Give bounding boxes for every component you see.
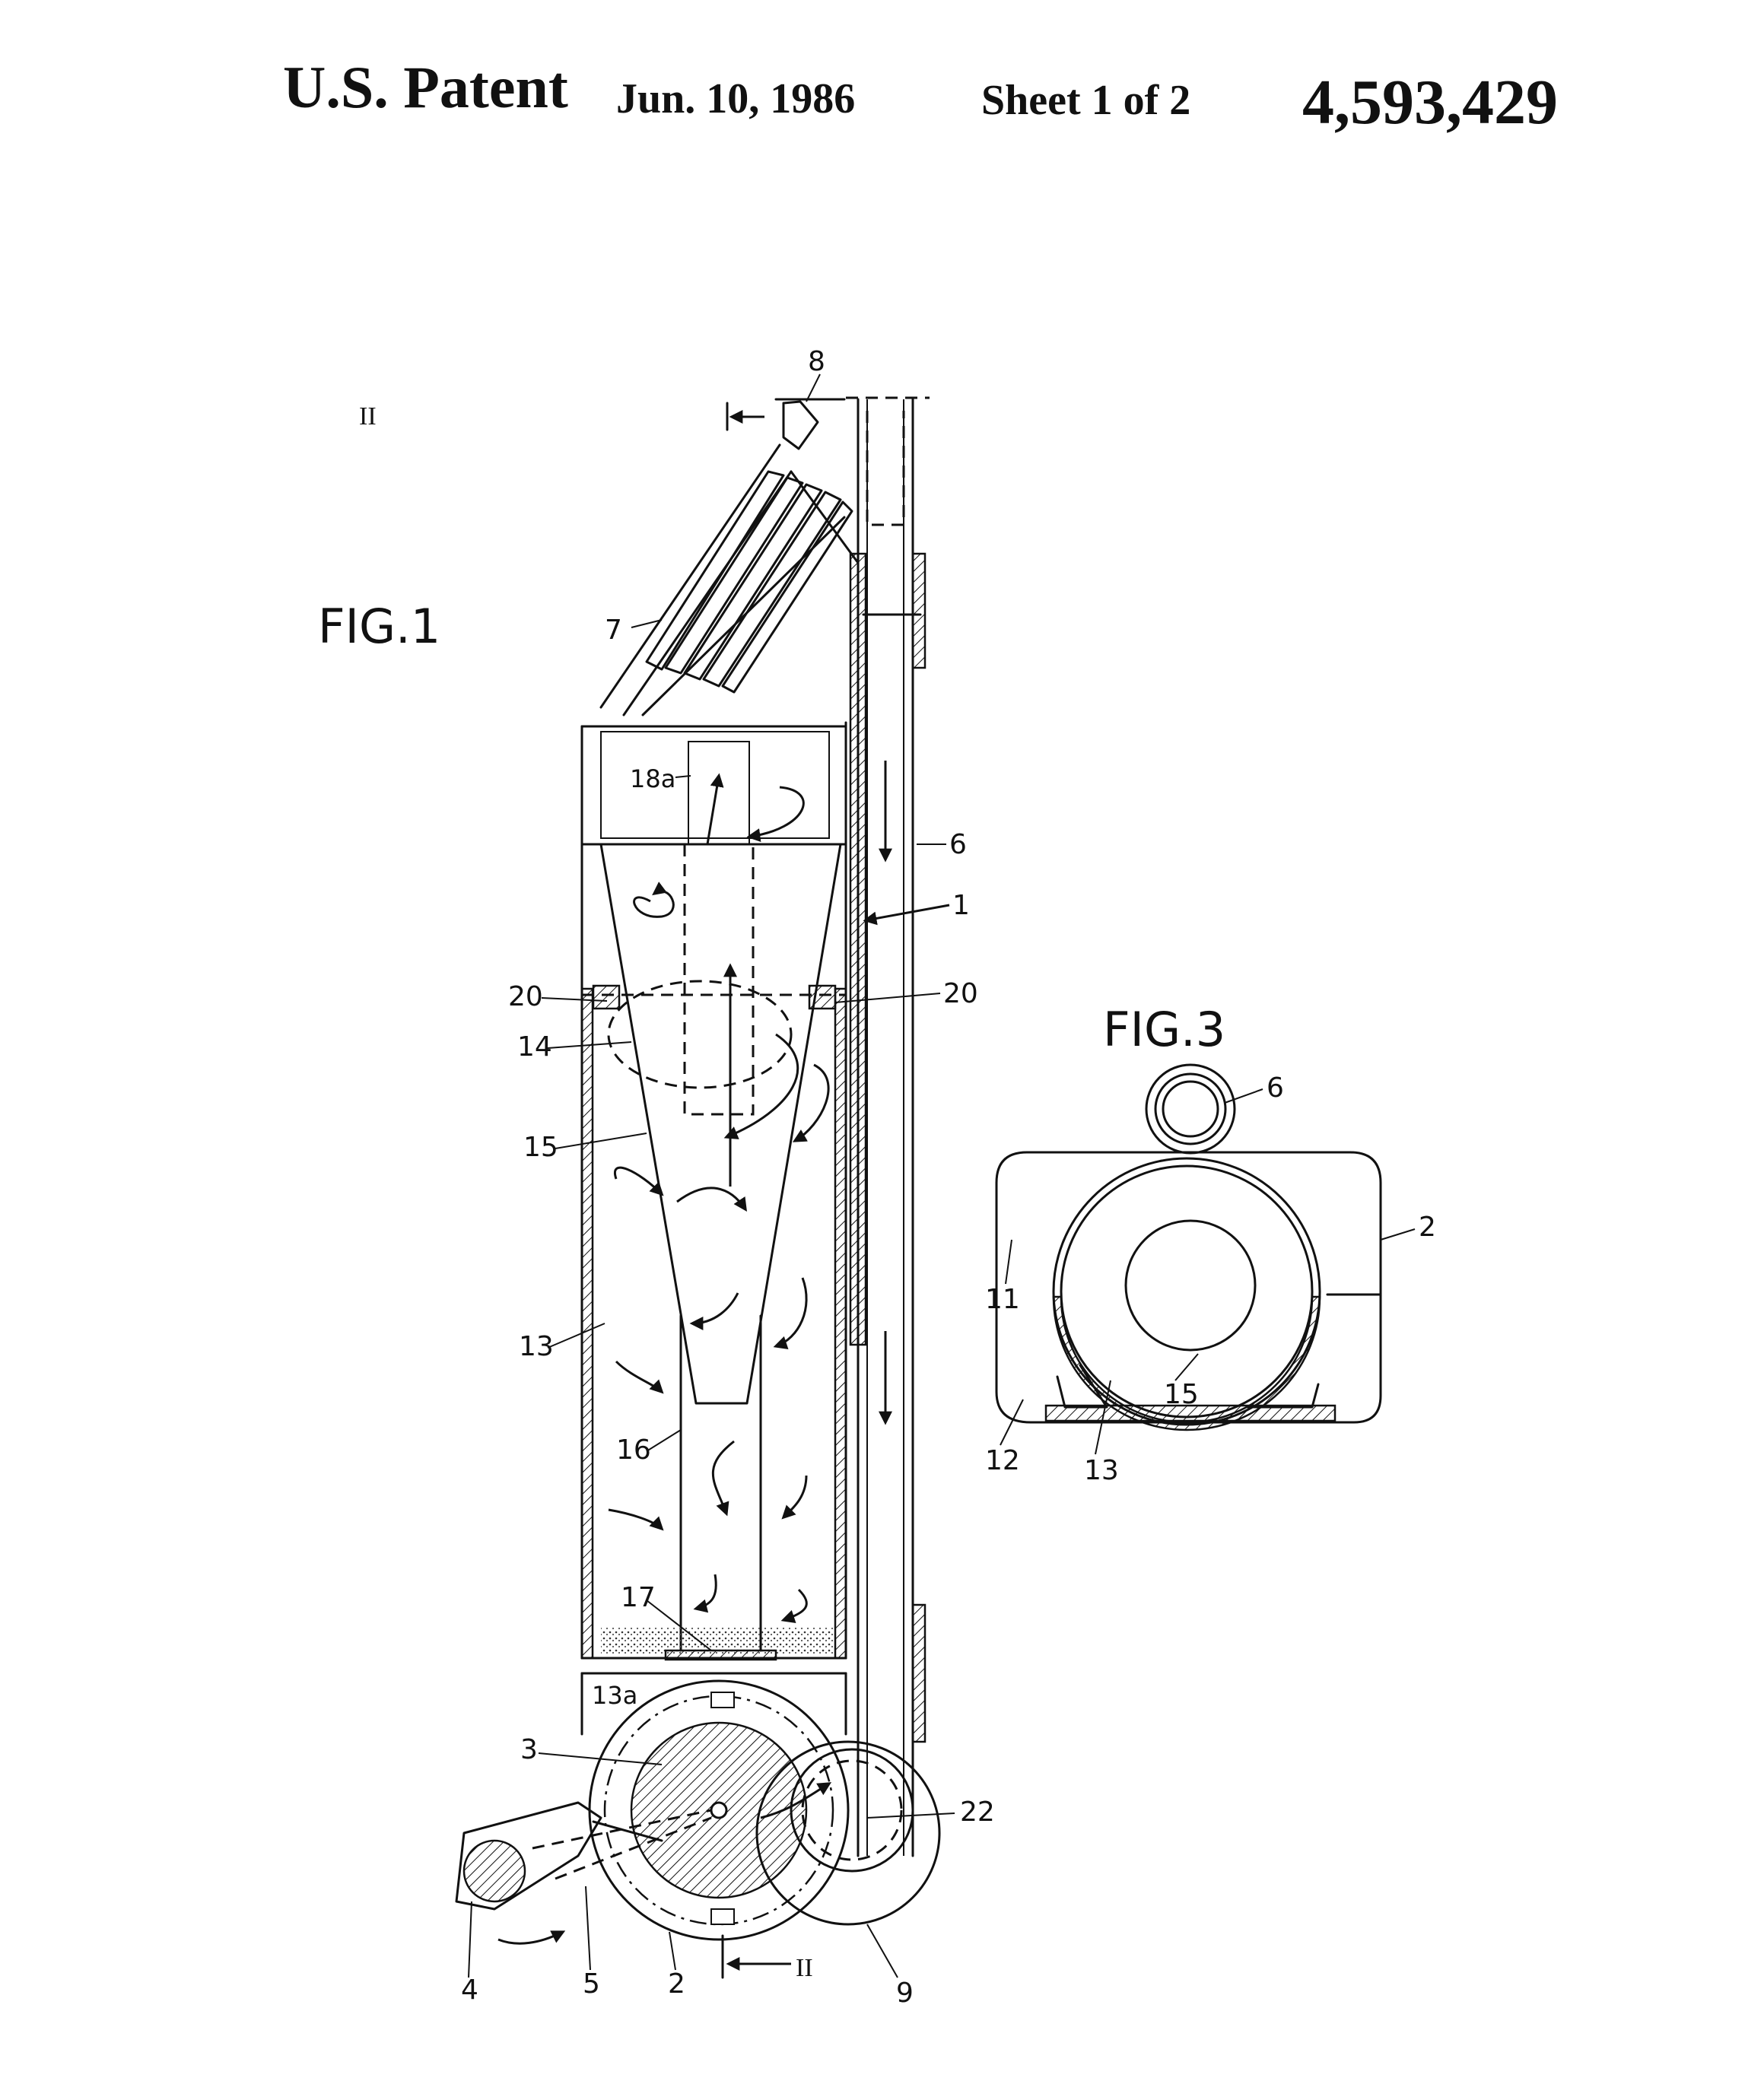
section-marker-bottom: II — [796, 1954, 813, 1982]
ref-13: 13 — [519, 1331, 554, 1362]
ref-20-left: 20 — [508, 981, 543, 1012]
fig-3-pipe-6 — [1145, 1063, 1236, 1155]
fig3-ref-13: 13 — [1084, 1455, 1119, 1486]
fig3-ref-15: 15 — [1164, 1379, 1199, 1410]
ref-14: 14 — [517, 1031, 552, 1063]
fan-unit-3 — [588, 1679, 941, 1941]
fig-1-leaders — [468, 373, 955, 1978]
ref-9: 9 — [896, 1978, 914, 2009]
fig-3: FIG.3 6 2 11 15 12 13 — [985, 1002, 1436, 1486]
fig3-ref-2: 2 — [1419, 1212, 1436, 1243]
patent-number: 4,593,429 — [1302, 67, 1558, 138]
airflow-arrows — [608, 773, 830, 1623]
handle-top: II — [359, 398, 860, 716]
nozzle-4 — [455, 1801, 791, 1979]
ref-22: 22 — [960, 1797, 995, 1828]
sheet-number: Sheet 1 of 2 — [981, 77, 1191, 124]
fig3-ref-6: 6 — [1267, 1072, 1284, 1104]
ref-20-right: 20 — [943, 978, 978, 1009]
ref-18a: 18a — [630, 764, 675, 793]
dust-chamber — [580, 1628, 847, 1736]
fig-3-label: FIG.3 — [1103, 1002, 1225, 1057]
fig-1-label: FIG.1 — [318, 599, 440, 654]
ref-17: 17 — [621, 1582, 656, 1613]
ref-6: 6 — [949, 829, 967, 860]
patent-date: Jun. 10, 1986 — [616, 75, 856, 122]
ref-8: 8 — [808, 346, 825, 377]
ref-5: 5 — [583, 1968, 600, 2000]
ref-3: 3 — [520, 1734, 538, 1765]
ref-4: 4 — [461, 1975, 478, 2006]
section-marker-top: II — [359, 402, 377, 430]
housing-1 — [580, 721, 847, 1660]
ref-15: 15 — [523, 1132, 558, 1163]
ref-1: 1 — [952, 890, 970, 921]
fig-1: FIG.1 — [318, 346, 995, 2009]
fig-1-reference-numerals: 8 7 18a 6 1 20 20 14 15 13 16 17 13a 3 2… — [461, 346, 995, 2009]
cyclone-cone-15 — [599, 741, 842, 1652]
fig-3-housing-2 — [995, 1151, 1382, 1431]
fig3-ref-11: 11 — [985, 1284, 1020, 1315]
ref-7: 7 — [605, 615, 622, 646]
ref-16: 16 — [616, 1434, 651, 1466]
ref-2: 2 — [668, 1968, 685, 2000]
hose-coil-7 — [645, 470, 853, 694]
fig-3-reference-numerals: 6 2 11 15 12 13 — [985, 1072, 1436, 1486]
fig3-ref-12: 12 — [985, 1445, 1020, 1476]
ref-13a: 13a — [592, 1681, 637, 1710]
suction-pipe-6 — [846, 396, 930, 1857]
patent-label: U.S. Patent — [283, 54, 568, 120]
fig-3-leaders — [1000, 1088, 1416, 1455]
